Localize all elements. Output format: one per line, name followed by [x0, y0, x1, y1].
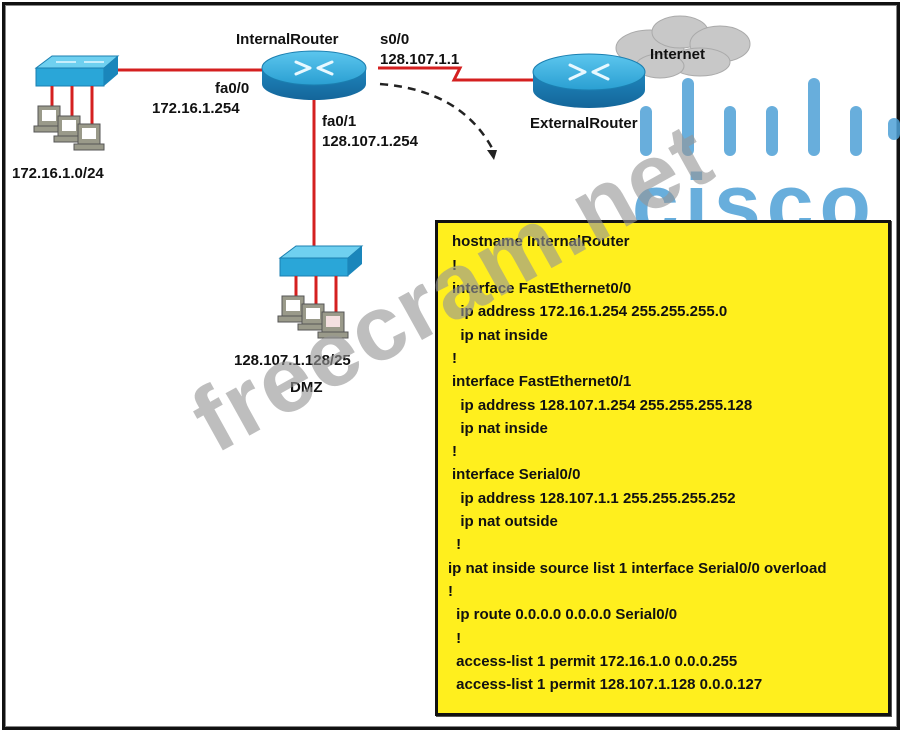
router-config-box: hostname InternalRouter ! interface Fast… — [435, 220, 891, 716]
lan-subnet-label: 172.16.1.0/24 — [12, 165, 104, 182]
config-line: access-list 1 permit 128.107.1.128 0.0.0… — [452, 676, 763, 693]
internet-label: Internet — [650, 46, 706, 63]
config-line: ! — [448, 583, 453, 600]
config-line: access-list 1 permit 172.16.1.0 0.0.0.25… — [452, 653, 738, 670]
internal-router-label: InternalRouter — [236, 31, 339, 48]
dashed-arrow — [379, 82, 494, 149]
dmz-hosts-icon — [277, 276, 349, 339]
config-line: interface Serial0/0 — [452, 466, 581, 483]
dmz-label: DMZ — [290, 379, 323, 396]
config-line: interface FastEthernet0/1 — [452, 373, 632, 390]
fa0-1-ip: 128.107.1.254 — [322, 133, 418, 150]
config-line: ! — [452, 443, 457, 460]
config-line: ip route 0.0.0.0 0.0.0.0 Serial0/0 — [452, 606, 678, 623]
external-router-icon — [532, 53, 646, 108]
config-line: interface FastEthernet0/0 — [452, 280, 632, 297]
config-line: ip address 128.107.1.1 255.255.255.252 — [452, 490, 736, 507]
config-line: hostname InternalRouter — [452, 233, 630, 250]
config-line: ip address 128.107.1.254 255.255.255.128 — [452, 397, 753, 414]
lan-hosts-icon — [33, 86, 105, 151]
config-line: ip nat inside — [452, 327, 548, 344]
config-line: ip nat inside source list 1 interface Se… — [448, 560, 827, 577]
serial-link — [378, 66, 533, 82]
fa0-0-ip: 172.16.1.254 — [152, 100, 240, 117]
external-router-label: ExternalRouter — [530, 115, 638, 132]
config-line: ip nat outside — [452, 513, 558, 530]
config-line: ! — [452, 257, 457, 274]
internet-cloud-icon — [615, 15, 751, 79]
cisco-logo-bars — [640, 78, 900, 156]
config-line: ! — [452, 630, 462, 647]
internal-router-icon — [261, 50, 367, 100]
config-line: ip address 172.16.1.254 255.255.255.0 — [452, 303, 728, 320]
arrow-head — [487, 150, 497, 160]
fa0-0-label: fa0/0 — [215, 80, 250, 97]
lan-switch-icon — [34, 55, 120, 87]
dmz-switch-icon — [278, 245, 364, 277]
s0-0-label: s0/0 — [380, 31, 410, 48]
config-line: ! — [452, 350, 457, 367]
config-line: ! — [452, 536, 462, 553]
s0-0-ip: 128.107.1.1 — [380, 51, 460, 68]
fa0-1-label: fa0/1 — [322, 113, 357, 130]
dmz-subnet-label: 128.107.1.128/25 — [234, 352, 351, 369]
config-line: ip nat inside — [452, 420, 548, 437]
